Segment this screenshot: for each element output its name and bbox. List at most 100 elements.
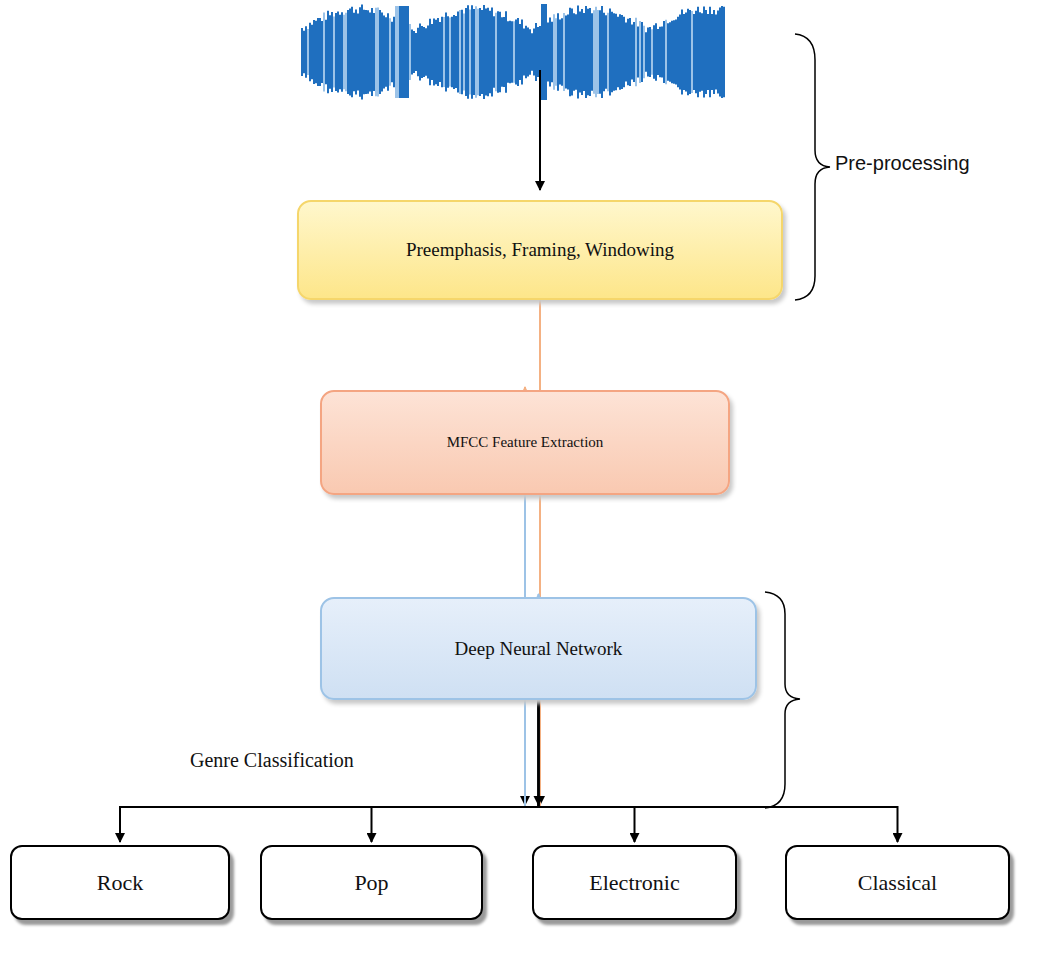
- waveform-stroke: [673, 20, 675, 84]
- waveform-stroke: [573, 13, 575, 91]
- waveform-stroke: [307, 29, 309, 75]
- waveform-stroke: [627, 19, 629, 85]
- waveform-illustration: [302, 4, 724, 100]
- waveform-stroke: [439, 22, 441, 82]
- waveform-stroke: [487, 8, 489, 96]
- waveform-stroke: [647, 27, 649, 76]
- waveform-stroke: [329, 15, 331, 88]
- waveform-stroke: [613, 13, 615, 91]
- waveform-stroke: [535, 23, 537, 81]
- waveform-stroke: [367, 10, 369, 94]
- waveform-stroke: [475, 6, 477, 98]
- waveform-stroke: [351, 7, 353, 98]
- waveform-stroke: [527, 28, 529, 77]
- waveform-stroke: [481, 10, 483, 94]
- waveform-stroke: [693, 14, 695, 90]
- input-arrow: [539, 70, 541, 190]
- waveform-stroke: [631, 24, 633, 79]
- waveform-stroke: [675, 20, 677, 85]
- waveform-stroke: [437, 18, 439, 86]
- waveform-stroke: [409, 24, 411, 80]
- waveform-stroke: [497, 11, 499, 92]
- waveform-stroke: [567, 14, 569, 89]
- waveform-stroke: [371, 8, 373, 96]
- waveform-stroke: [549, 18, 551, 87]
- waveform-stroke: [483, 5, 485, 99]
- waveform-stroke: [697, 7, 699, 97]
- waveform-stroke: [509, 21, 511, 84]
- waveform-stroke: [723, 7, 725, 97]
- waveform-stroke: [645, 32, 647, 71]
- waveform-stroke: [375, 8, 377, 97]
- waveform-stroke: [319, 18, 321, 86]
- bracket-label: Genre Classification: [190, 749, 354, 772]
- waveform-stroke: [689, 10, 691, 94]
- waveform-stroke: [485, 8, 487, 95]
- waveform-stroke: [491, 7, 493, 96]
- waveform-stroke: [399, 6, 401, 98]
- waveform-stroke: [663, 21, 665, 83]
- waveform-stroke: [499, 12, 501, 92]
- waveform-stroke: [463, 14, 465, 91]
- waveform-stroke: [419, 24, 421, 81]
- waveform-stroke: [599, 10, 601, 94]
- waveform-stroke: [633, 22, 635, 82]
- waveform-stroke: [565, 15, 567, 88]
- waveform-stroke: [635, 18, 637, 87]
- waveform-stroke: [493, 16, 495, 88]
- waveform-stroke: [407, 6, 409, 98]
- bracket-label: Pre-processing: [835, 152, 970, 175]
- waveform-stroke: [637, 27, 639, 78]
- waveform-stroke: [629, 18, 631, 86]
- waveform-stroke: [537, 27, 539, 77]
- waveform-stroke: [401, 6, 403, 98]
- waveform-stroke: [467, 5, 469, 99]
- waveform-stroke: [405, 6, 407, 98]
- waveform-stroke: [661, 26, 663, 77]
- waveform-stroke: [695, 11, 697, 94]
- preprocess-box: Preemphasis, Framing, Windowing: [297, 200, 783, 300]
- waveform-stroke: [679, 14, 681, 89]
- waveform-stroke: [639, 21, 641, 83]
- classification-brace: [765, 592, 800, 808]
- waveform-stroke: [587, 9, 589, 95]
- waveform-stroke: [543, 4, 545, 100]
- waveform-stroke: [525, 26, 527, 79]
- waveform-stroke: [435, 20, 437, 84]
- genre-box: Electronic: [532, 845, 737, 920]
- waveform-stroke: [721, 6, 723, 98]
- waveform-stroke: [311, 25, 313, 79]
- waveform-stroke: [305, 26, 307, 77]
- waveform-stroke: [593, 10, 595, 93]
- waveform-stroke: [559, 20, 561, 85]
- waveform-stroke: [713, 10, 715, 94]
- waveform-stroke: [445, 12, 447, 91]
- waveform-stroke: [477, 9, 479, 96]
- waveform-stroke: [715, 14, 717, 89]
- waveform-stroke: [705, 10, 707, 94]
- waveform-stroke: [591, 13, 593, 91]
- waveform-stroke: [585, 6, 587, 98]
- waveform-stroke: [575, 14, 577, 90]
- waveform-stroke: [623, 17, 625, 88]
- waveform-stroke: [361, 5, 363, 100]
- waveform-stroke: [303, 31, 305, 74]
- waveform-stroke: [323, 13, 325, 92]
- waveform-stroke: [621, 15, 623, 89]
- waveform-stroke: [653, 25, 655, 79]
- feature-box: MFCC Feature Extraction: [320, 390, 730, 495]
- waveform-stroke: [345, 13, 347, 92]
- waveform-stroke: [503, 17, 505, 87]
- waveform-stroke: [687, 9, 689, 96]
- waveform-stroke: [443, 17, 445, 87]
- waveform-stroke: [385, 17, 387, 86]
- waveform-stroke: [547, 22, 549, 81]
- waveform-stroke: [429, 19, 431, 85]
- node-text: Rock: [97, 870, 143, 896]
- waveform-stroke: [427, 25, 429, 78]
- waveform-stroke: [415, 33, 417, 71]
- waveform-stroke: [431, 24, 433, 80]
- node-text: MFCC Feature Extraction: [447, 434, 604, 451]
- waveform-stroke: [505, 11, 507, 92]
- node-text: Pop: [354, 870, 388, 896]
